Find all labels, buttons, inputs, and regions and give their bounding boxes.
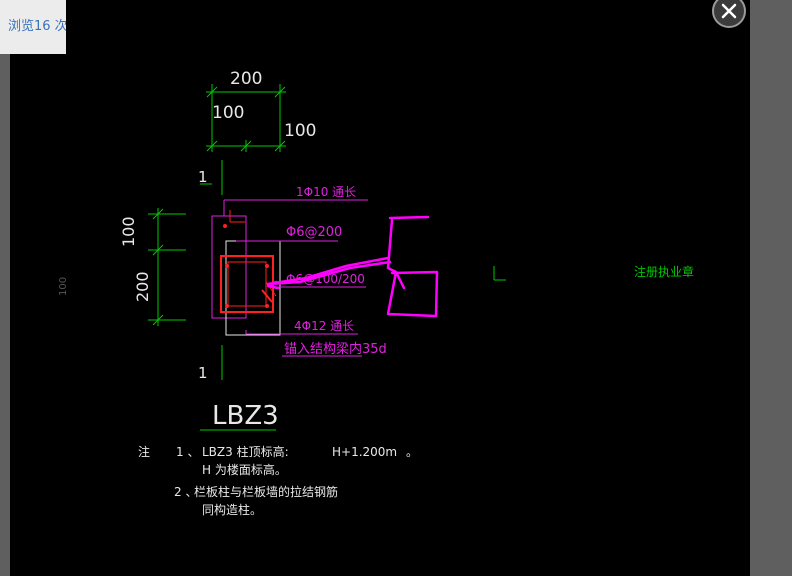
stamp-label: 注册执业章 [634,264,694,279]
view-count-label: 浏览16 次 [0,0,66,54]
cad-drawing: 200 100 100 1 100 200 100 [58,69,694,517]
top-dimensions [200,84,286,195]
stirrup-label-a: Φ6@200 [286,225,342,240]
note2-index: 2 、 [174,485,197,499]
dim-top-right: 100 [284,121,316,141]
note2-text: 栏板柱与栏板墙的拉结钢筋 [194,484,338,499]
stamp-marker [493,266,506,281]
anchor-note: 锚入结构梁内35d [284,341,387,357]
leader-lines [223,199,368,357]
section-mark-top: 1 [198,168,208,186]
section-mark-bottom: 1 [198,364,208,382]
rebar-main-label: 4Φ12 通长 [294,319,354,333]
faded-left-label: 100 [58,277,69,296]
note1-text: LBZ3 柱顶标高: [202,444,289,459]
notes-block: 注 1 、 LBZ3 柱顶标高: H+1.200m 。 H 为楼面标高。 2 、… [138,444,418,517]
image-viewer: 200 100 100 1 100 200 100 [10,0,750,576]
left-dimensions [148,208,186,326]
note1-end: 。 [406,445,418,459]
column-title: LBZ3 [212,401,279,431]
note1-sub: H 为楼面标高。 [202,462,287,477]
close-button[interactable] [712,0,746,28]
notes-label: 注 [138,444,150,459]
close-icon [721,3,737,19]
dim-top-left: 100 [212,103,244,123]
hand-drawn-annotation [266,215,439,318]
column-section [211,210,281,336]
note2-sub: 同构造柱。 [202,502,262,517]
stirrup-label-b: Φ6@100/200 [286,272,365,286]
dim-top-total: 200 [230,69,262,89]
note1-value: H+1.200m [332,445,397,459]
note1-index: 1 、 [176,445,199,459]
dim-left-bottom: 200 [133,271,152,302]
rebar-top-note: 1Φ10 通长 [296,185,356,199]
dim-left-top: 100 [119,216,138,247]
